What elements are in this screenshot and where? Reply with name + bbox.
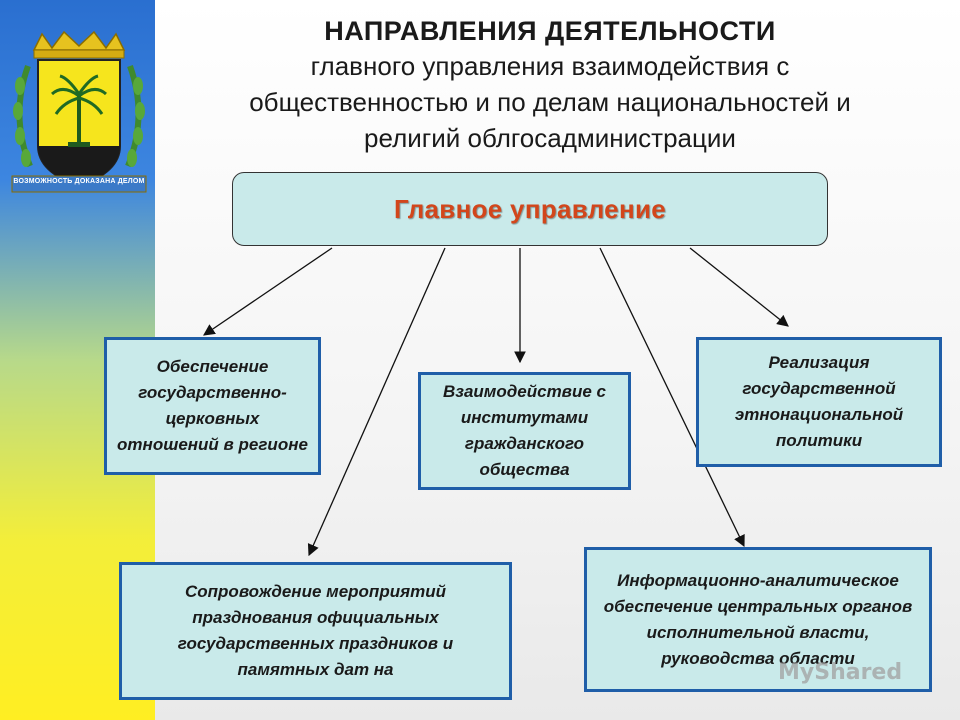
root-node-label: Главное управление (393, 193, 666, 224)
branch-info-analytics-label: Информационно-аналитическое обеспечение … (603, 570, 913, 668)
branch-holiday-events: Сопровождение мероприятий празднования о… (119, 562, 512, 700)
branch-info-analytics: Информационно-аналитическое обеспечение … (584, 547, 932, 692)
branch-ethnonational-policy: Реализация государственной этнонациональ… (696, 337, 942, 467)
title-line-2: общественностью и по делам национальност… (249, 87, 851, 117)
coat-of-arms-icon (11, 30, 147, 193)
branch-civil-society: Взаимодействие с институтами гражданског… (418, 372, 631, 490)
root-node: Главное управление (232, 172, 828, 246)
branch-holiday-events-label: Сопровождение мероприятий празднования о… (177, 582, 454, 679)
arrow-to-events (307, 247, 446, 557)
title-line-3: религий облгосадминистрации (364, 123, 736, 153)
arrow-to-info (599, 247, 745, 548)
title-main: НАПРАВЛЕНИЯ ДЕЯТЕЛЬНОСТИ (324, 16, 776, 46)
watermark: MyShared (778, 660, 903, 685)
page-title: НАПРАВЛЕНИЯ ДЕЯТЕЛЬНОСТИ главного управл… (170, 14, 930, 156)
emblem-motto: ВОЗМОЖНОСТЬ ДОКАЗАНА ДЕЛОМ (13, 178, 145, 185)
branch-civil-society-label: Взаимодействие с институтами гражданског… (443, 382, 606, 479)
branch-church-relations: Обеспечение государственно-церковных отн… (104, 337, 321, 475)
branch-ethnonational-policy-label: Реализация государственной этнонациональ… (734, 353, 904, 450)
arrow-to-ethno (689, 247, 789, 327)
branch-church-relations-label: Обеспечение государственно-церковных отн… (117, 357, 308, 454)
arrow-to-church (203, 247, 333, 336)
title-line-1: главного управления взаимодействия с (310, 51, 790, 81)
